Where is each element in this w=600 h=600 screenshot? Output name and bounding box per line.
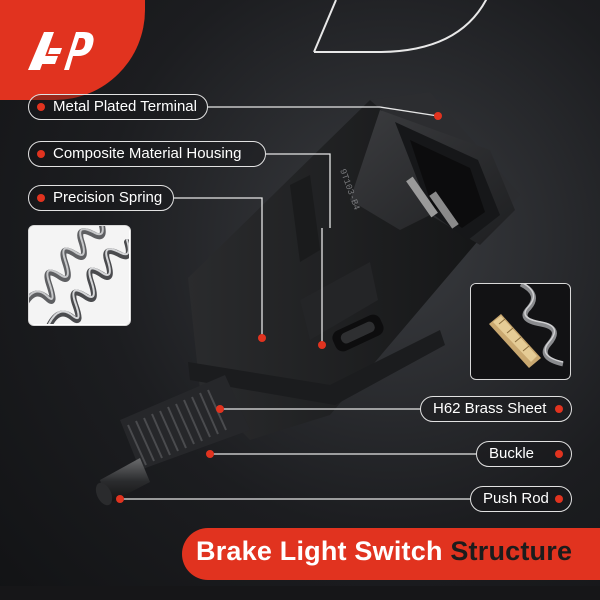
title-part-b: Structure	[450, 536, 573, 566]
label-dot	[555, 450, 563, 458]
label-text: Precision Spring	[53, 189, 163, 206]
leader-dots	[116, 112, 442, 503]
leader-lines	[120, 106, 476, 500]
label-dot	[555, 405, 563, 413]
label-text: Composite Material Housing	[53, 145, 242, 162]
label-dot	[37, 150, 45, 158]
label-text: Buckle	[489, 445, 535, 462]
spring-closeup-image	[28, 225, 131, 326]
label-buckle: Buckle	[476, 441, 572, 467]
label-text: Push Rod	[483, 490, 549, 507]
brass-sheet-closeup-image	[470, 283, 571, 380]
switch-housing: 9T103-B4	[188, 92, 520, 440]
decorative-arc	[313, 0, 488, 53]
label-dot	[37, 103, 45, 111]
label-push-rod: Push Rod	[470, 486, 572, 512]
label-dot	[555, 495, 563, 503]
spring-icon	[29, 226, 130, 325]
title-band: Brake Light Switch Structure	[182, 528, 600, 580]
label-dot	[37, 194, 45, 202]
push-rod-assembly	[95, 375, 250, 506]
label-text: H62 Brass Sheet	[433, 400, 547, 417]
page-title: Brake Light Switch Structure	[196, 536, 572, 567]
title-part-a: Brake Light Switch	[196, 536, 443, 566]
label-composite-material-housing: Composite Material Housing	[28, 141, 266, 167]
brass-sheet-icon	[471, 284, 569, 378]
label-metal-plated-terminal: Metal Plated Terminal	[28, 94, 208, 120]
brand-corner	[0, 0, 145, 100]
label-text: Metal Plated Terminal	[53, 98, 197, 115]
label-h62-brass-sheet: H62 Brass Sheet	[420, 396, 572, 422]
bottom-strip	[0, 586, 600, 600]
label-precision-spring: Precision Spring	[28, 185, 174, 211]
brand-logo	[28, 32, 94, 70]
